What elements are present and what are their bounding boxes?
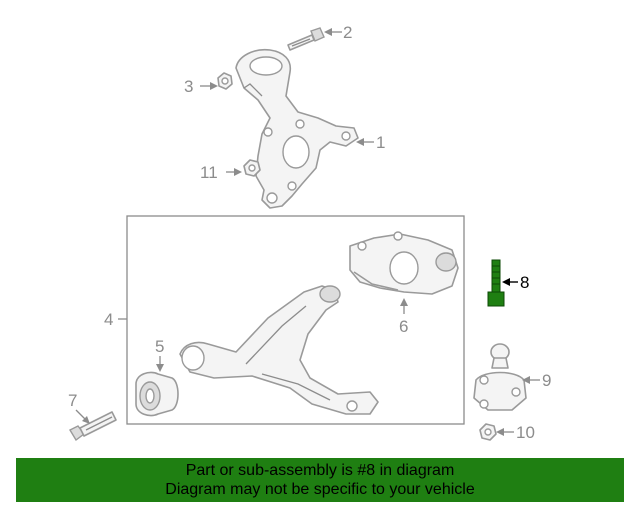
part-2-bolt[interactable]	[287, 27, 325, 51]
leader-3	[200, 82, 218, 90]
callout-5[interactable]: 5	[155, 337, 164, 356]
part-8-bolt-highlighted[interactable]	[487, 259, 505, 307]
callout-11[interactable]: 11	[200, 163, 218, 182]
part-5-bushing[interactable]	[135, 371, 179, 417]
callout-6[interactable]: 6	[399, 317, 408, 336]
callout-10[interactable]: 10	[516, 423, 535, 442]
leader-11	[226, 168, 242, 176]
part-6-bushing-bracket[interactable]	[349, 231, 459, 295]
part-7-bolt[interactable]	[69, 411, 117, 442]
callout-9[interactable]: 9	[542, 371, 551, 390]
part-9-ball-joint[interactable]	[473, 343, 527, 411]
callout-8[interactable]: 8	[520, 273, 529, 292]
part-11-nut[interactable]	[243, 159, 261, 177]
leader-6	[400, 298, 408, 314]
leader-9	[522, 376, 540, 384]
callout-4[interactable]: 4	[104, 310, 113, 329]
leader-10	[496, 428, 514, 436]
banner-line-part-info: Part or sub-assembly is #8 in diagram	[185, 462, 455, 479]
leader-8	[502, 278, 518, 286]
callout-7[interactable]: 7	[68, 391, 77, 410]
part-4-assembly-frame	[126, 215, 465, 425]
leader-2	[324, 28, 342, 36]
callout-1[interactable]: 1	[376, 133, 385, 152]
info-banner: Part or sub-assembly is #8 in diagram Di…	[16, 458, 624, 502]
leader-7	[75, 409, 90, 424]
banner-line-disclaimer: Diagram may not be specific to your vehi…	[165, 481, 475, 498]
callout-2[interactable]: 2	[343, 23, 352, 42]
callout-3[interactable]: 3	[184, 77, 193, 96]
part-10-nut[interactable]	[479, 423, 497, 441]
part-1-steering-knuckle[interactable]	[235, 48, 359, 209]
leader-1	[356, 138, 374, 146]
part-4-control-arm[interactable]	[179, 285, 379, 415]
part-3-nut[interactable]	[217, 72, 233, 90]
leader-5	[156, 356, 164, 372]
